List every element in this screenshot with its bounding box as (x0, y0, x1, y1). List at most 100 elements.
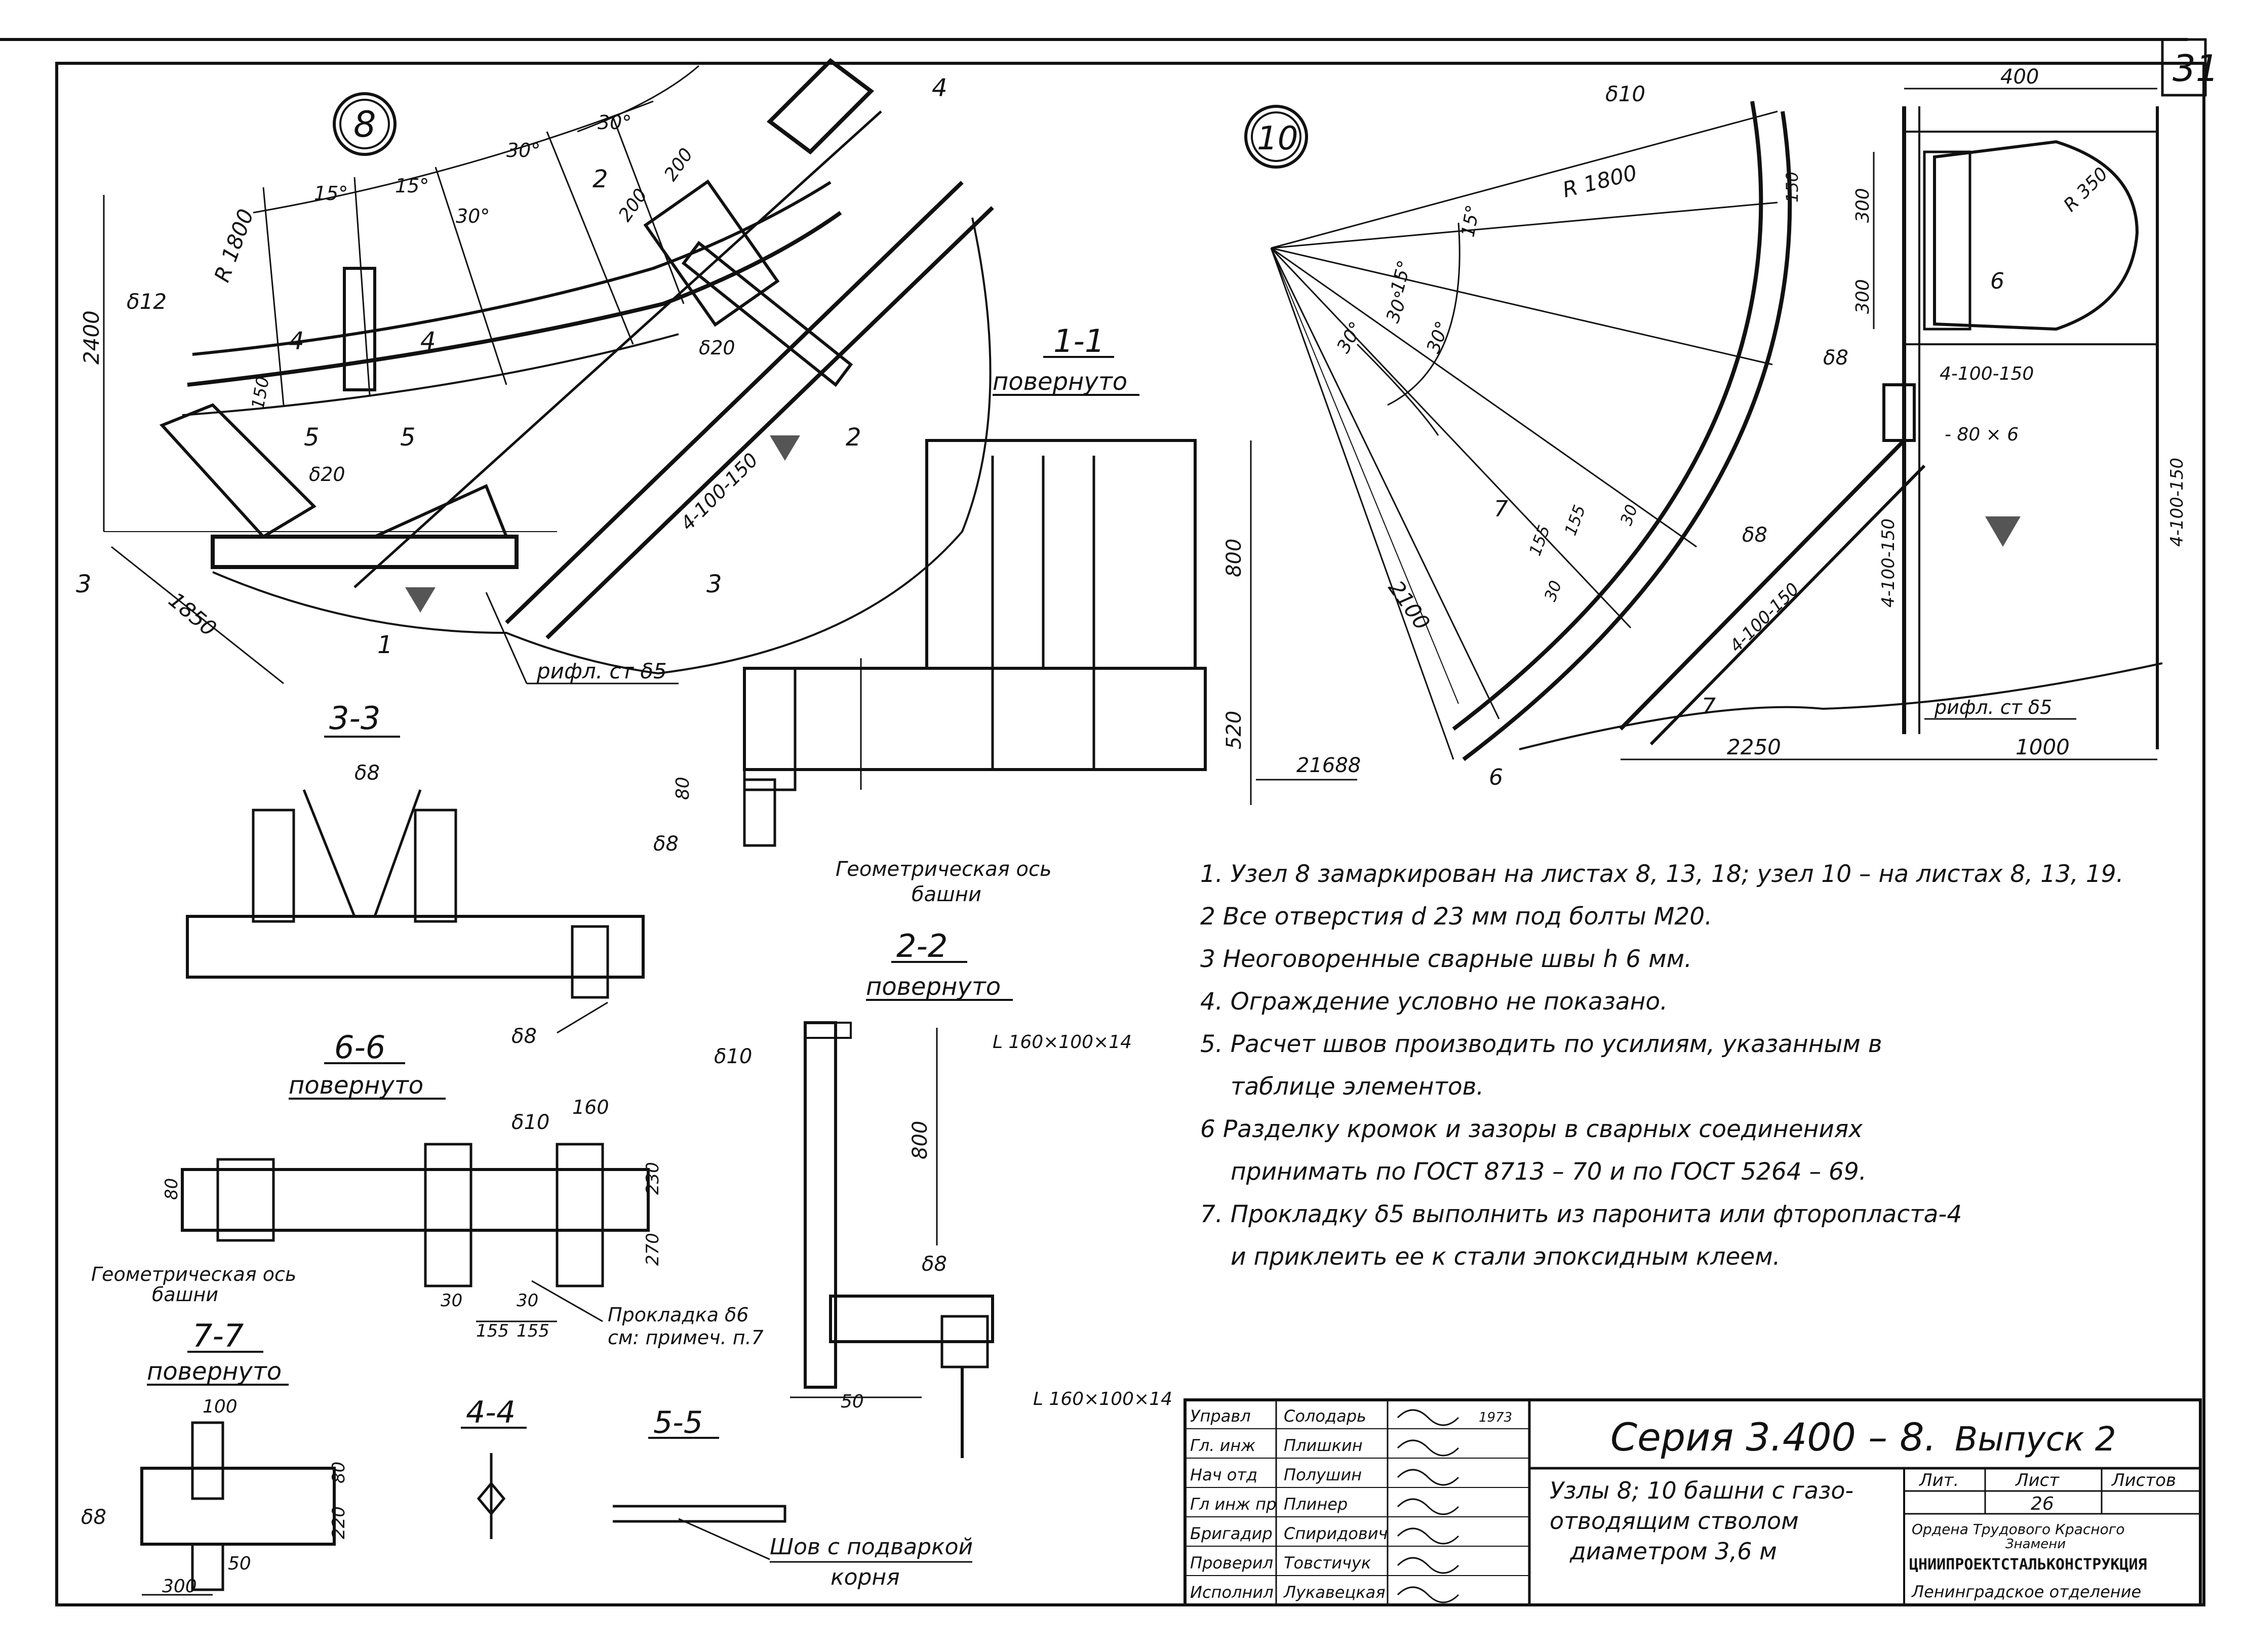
node10-dim-150: 150 (1783, 172, 1802, 203)
s66-subtitle: повернуто (289, 1071, 423, 1100)
s22-title: 2-2 (896, 928, 948, 964)
staff-name: Лукавецкая (1283, 1583, 1385, 1602)
node10-cut-6a: 6 (1489, 764, 1503, 790)
s55-weld-2: корня (831, 1564, 900, 1590)
staff-role: Управл (1190, 1406, 1251, 1426)
node8-cut-4c: 4 (932, 74, 948, 102)
node8-cut-1: 1 (377, 631, 393, 659)
s11-foot (743, 778, 776, 847)
staff-name: Спиридович (1284, 1524, 1388, 1543)
node10-dim-2250-text: 2250 (1727, 735, 1781, 759)
org-1: Ордена Трудового Красного (1912, 1521, 2125, 1538)
node10-ground (1519, 662, 2163, 750)
s22-angle-upper (804, 1022, 852, 1039)
s66-block-right (556, 1143, 604, 1287)
node10-diagonal-beam-2 (1649, 464, 1926, 746)
s77-subtitle: повернуто (147, 1357, 282, 1386)
s66-dim-270: 270 (643, 1233, 663, 1266)
node10-dim-1000-text: 1000 (2016, 735, 2070, 759)
node10-ray-1 (1271, 110, 1778, 249)
node10-hatch (1985, 516, 2021, 547)
node10-strip: - 80 × 6 (1945, 424, 2019, 445)
s33-end-plate (571, 925, 609, 999)
node10-radius-350: R 350 (2060, 164, 2112, 216)
s66-dim-30b: 30 (517, 1291, 538, 1311)
staff-name: Плишкин (1284, 1436, 1363, 1455)
drawing-frame (55, 62, 2205, 1606)
note-7-cont: и приклеить ее к стали эпоксидным клеем. (1231, 1243, 1781, 1271)
s66-title: 6-6 (334, 1029, 385, 1066)
node8-curved-beam-outer (182, 333, 679, 416)
s66-gasket-2: см: примеч. п.7 (608, 1326, 764, 1349)
staff-name: Полушин (1284, 1465, 1362, 1484)
staff-extra: 1973 (1479, 1410, 1512, 1425)
node8-thickness-20a: δ20 (309, 463, 345, 486)
s33-thickness-8a: δ8 (354, 761, 380, 785)
node10-ray-6 (1270, 248, 1500, 719)
s33-left-stiffener (252, 809, 295, 923)
note-3: 3 Неоговоренные сварные швы h 6 мм. (1200, 945, 1692, 973)
node8-ray-1 (262, 187, 285, 406)
node8-side-strut (681, 240, 853, 387)
staff-role: Проверил (1190, 1553, 1273, 1573)
node8-hatch (405, 587, 436, 613)
s66-gasket-1: Прокладка δ6 (608, 1304, 749, 1326)
section-3-3: 3-3 δ8 δ8 (186, 700, 645, 1048)
s55-leader (678, 1518, 770, 1560)
s11-subtitle: повернуто (993, 368, 1127, 396)
list-label: Лист (2015, 1470, 2060, 1490)
node10-cut-7a: 7 (1494, 496, 1508, 522)
s11-dim-80-text: 80 (673, 777, 693, 800)
s33-left-rib (302, 789, 356, 917)
staff-role: Исполнил (1190, 1583, 1274, 1602)
node8-angle-arc-2 (577, 65, 699, 133)
s55-weld-1: Шов с подваркой (770, 1534, 973, 1560)
node10-bolts-4: 4-100-150 (2167, 458, 2187, 547)
s11-bracket (743, 667, 797, 791)
node10-angle-15b: 15° (1387, 258, 1415, 295)
node8-dim-150: 150 (248, 375, 273, 411)
staff-role: Нач отд (1190, 1465, 1257, 1484)
node8-diagonal-beam-3 (353, 110, 882, 588)
s44-title: 4-4 (466, 1395, 516, 1430)
node10-view: 10 δ10 R (1244, 65, 2187, 790)
node10-bracket (1882, 383, 1916, 442)
s33-thickness-8b: δ8 (511, 1025, 537, 1048)
description-3: диаметром 3,6 м (1569, 1538, 1777, 1565)
node10-dim-155a: 155 (1525, 522, 1554, 558)
s77-dim-220: 220 (329, 1506, 349, 1539)
staff-role: Бригадир (1190, 1524, 1273, 1543)
node8-connection-plate (643, 179, 780, 327)
sheet-value: 26 (2031, 1494, 2054, 1514)
s33-leader (557, 1001, 608, 1034)
node10-rifl: рифл. ст δ5 (1934, 696, 2052, 718)
staff-name: Солодарь (1284, 1406, 1366, 1426)
node8-cut-4b: 4 (420, 327, 436, 355)
s66-axis-label-1: Геометрическая ось (91, 1263, 296, 1285)
node10-ray-4 (1271, 247, 1697, 548)
note-5: 5. Расчет швов производить по усилиям, у… (1200, 1030, 1882, 1058)
node8-diagonal-beam-2 (545, 206, 994, 639)
s66-block-left (216, 1158, 275, 1242)
org-4: Ленинградское отделение (1911, 1582, 2141, 1601)
node8-cut-5b: 5 (400, 423, 416, 452)
s77-top-plate (191, 1421, 224, 1500)
sheet-number-box (2161, 38, 2207, 97)
node8-ray-5 (612, 116, 685, 304)
node8-hatch-2 (770, 435, 800, 461)
node8-angle-30c: 30° (598, 111, 631, 134)
node8-angle-30a: 30° (456, 205, 490, 227)
node10-angle-arc-2 (1356, 343, 1439, 436)
node8-rifl-leader (485, 592, 528, 684)
s11-dim-800-text: 800 (1222, 539, 1246, 577)
node8-dim-1850 (111, 546, 284, 684)
node8-bolts: 4-100-150 (676, 449, 762, 535)
s44-diamond (477, 1481, 506, 1516)
node10-bolts-3: 4-100-150 (1878, 518, 1899, 608)
s66-axis-label-2: башни (152, 1283, 218, 1306)
s22-bracket (940, 1315, 989, 1368)
s66-block-mid (424, 1143, 472, 1287)
node10-dim-2100 (1271, 248, 1459, 704)
section-7-7: 7-7 повернуто 100 80 220 δ8 50 300 (81, 1317, 349, 1597)
